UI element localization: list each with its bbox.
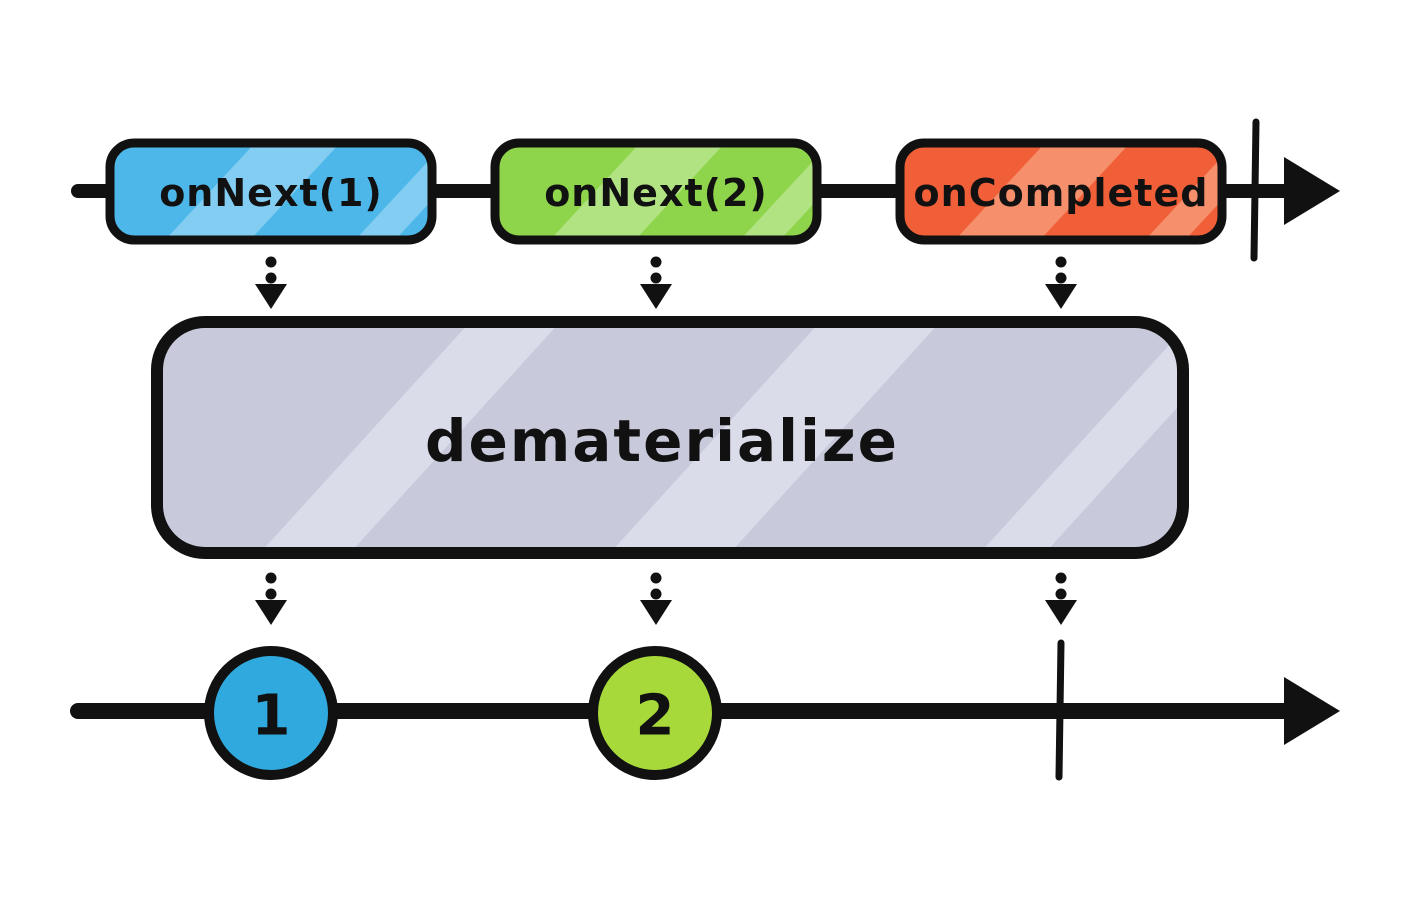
event-box-oncompleted-stripes <box>955 143 1222 240</box>
event-box-onnext-1: onNext(1) <box>105 138 437 245</box>
operator-box-stripes <box>260 322 1183 553</box>
marble-1: 1 <box>204 646 338 780</box>
operator-label: dematerialize <box>425 407 899 475</box>
operator-box-border <box>151 316 1189 559</box>
marble-2-label: 2 <box>636 684 675 749</box>
down-arrow-icon <box>255 572 287 625</box>
event-box-oncompleted-border <box>895 138 1227 245</box>
event-label-oncompleted: onCompleted <box>914 171 1209 215</box>
operator-box-bg <box>157 322 1183 553</box>
down-arrow-icon <box>1045 256 1077 309</box>
event-label-onnext-2: onNext(2) <box>544 171 768 215</box>
event-label-onnext-1: onNext(1) <box>159 171 383 215</box>
marble-1-circle <box>204 646 338 780</box>
event-box-oncompleted: onCompleted <box>895 138 1227 245</box>
event-box-onnext-1-stripes <box>165 143 432 240</box>
marble-2-circle <box>588 646 722 780</box>
operator-box: dematerialize <box>151 316 1189 559</box>
output-timeline: 1 2 <box>70 639 1340 781</box>
down-arrow-icon <box>640 572 672 625</box>
event-box-onnext-2-stripes <box>550 143 817 240</box>
source-to-operator-arrows <box>255 256 1077 309</box>
source-completion-tick <box>1250 118 1260 262</box>
event-box-onnext-2-border <box>490 138 822 245</box>
operator-to-output-arrows <box>255 572 1077 625</box>
marble-2: 2 <box>588 646 722 780</box>
source-arrowhead-icon <box>1284 157 1340 225</box>
output-arrowhead-icon <box>1284 677 1340 745</box>
event-box-onnext-2: onNext(2) <box>490 138 822 245</box>
source-timeline: onNext(1) onNext(2) onCo <box>71 118 1340 262</box>
marble-1-label: 1 <box>252 684 291 749</box>
event-box-onnext-1-border <box>105 138 437 245</box>
down-arrow-icon <box>640 256 672 309</box>
output-completion-tick <box>1055 639 1065 781</box>
down-arrow-icon <box>1045 572 1077 625</box>
down-arrow-icon <box>255 256 287 309</box>
